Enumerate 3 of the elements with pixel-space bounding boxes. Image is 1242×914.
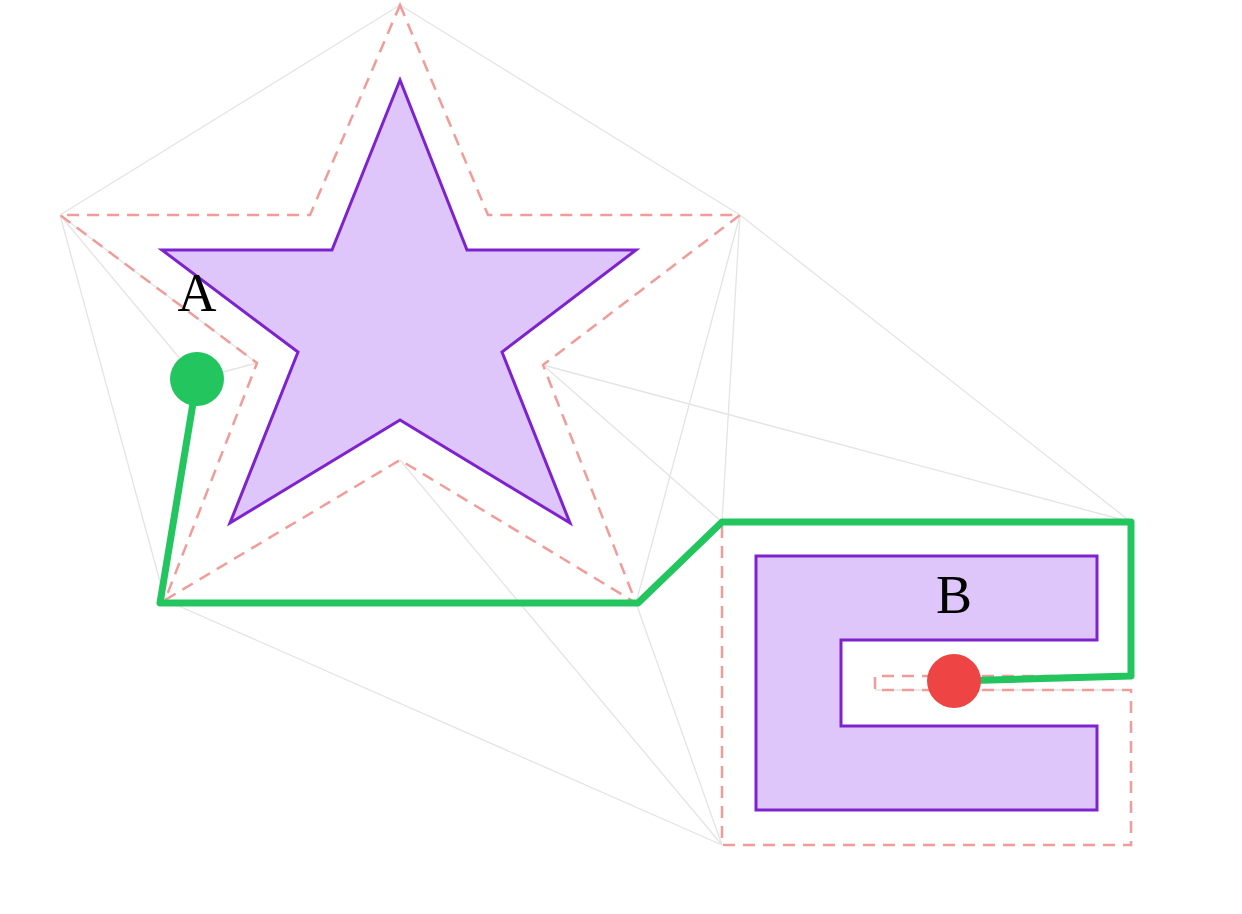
path-line [156, 402, 1135, 684]
point-label: A [176, 266, 218, 320]
point-label: B [935, 568, 973, 622]
